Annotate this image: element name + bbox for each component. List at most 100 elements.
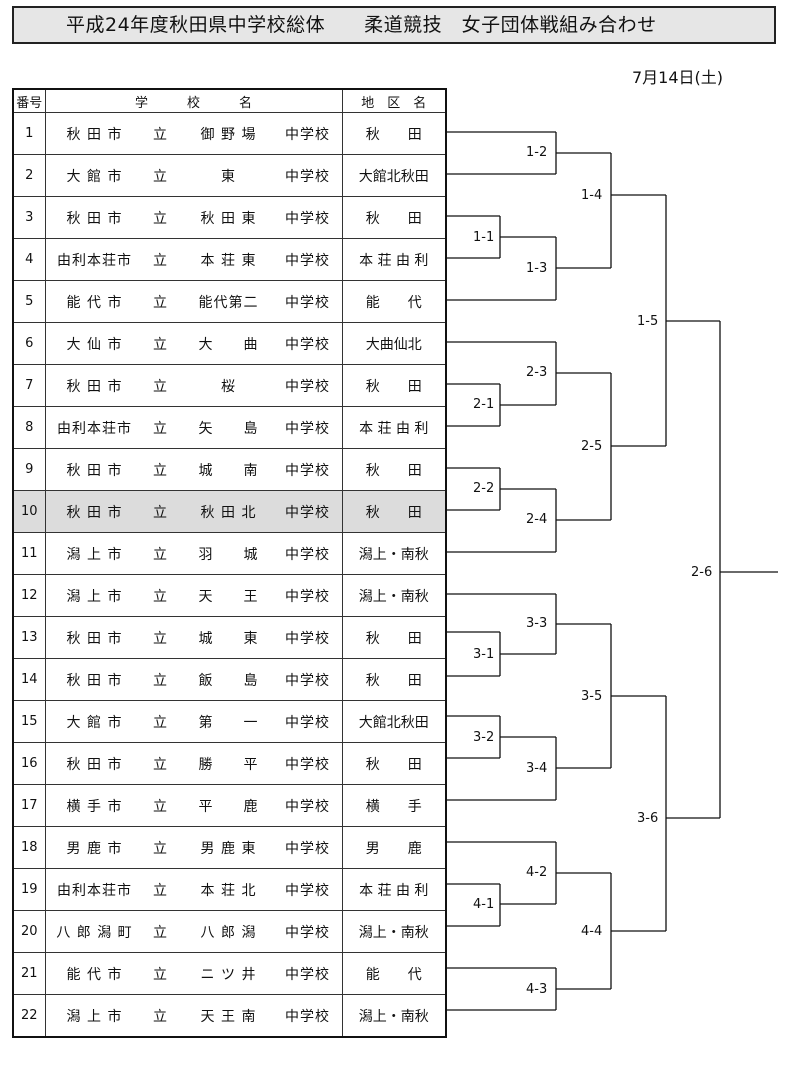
school-number: 2 [12,154,46,197]
school-city: 大 館 市 [66,168,123,185]
school-name: 矢 島 [198,420,259,437]
match-label: 1-2 [525,145,549,160]
school-area: 男 鹿 [341,826,447,869]
school-name: 潟 上 市立天 王 南中学校 [44,994,343,1038]
school-number: 21 [12,952,46,995]
school-city: 男 鹿 市 [66,840,123,857]
school-number: 13 [12,616,46,659]
school-suffix: 中学校 [285,378,330,395]
school-name: 本 荘 北 [200,882,257,899]
school-li: 立 [153,546,168,563]
school-suffix: 中学校 [285,840,330,857]
school-suffix: 中学校 [285,966,330,983]
page-title: 平成24年度秋田県中学校総体 柔道競技 女子団体戦組み合わせ [12,6,776,44]
school-name: 男 鹿 東 [200,840,257,857]
school-suffix: 中学校 [285,588,330,605]
match-label: 1-5 [636,314,660,329]
school-li: 立 [153,840,168,857]
school-li: 立 [153,378,168,395]
school-li: 立 [153,462,168,479]
school-number: 19 [12,868,46,911]
school-name: 能代第二 [198,294,259,311]
school-city: 由利本荘市 [57,420,132,437]
school-name: 御 野 場 [200,126,257,143]
school-name: 桜 [221,378,236,395]
school-area: 潟上・南秋 [341,574,447,617]
school-name: 秋 田 市立城 南中学校 [44,448,343,491]
school-name: 八 郎 潟 [200,924,257,941]
school-suffix: 中学校 [285,630,330,647]
match-label: 1-4 [580,188,604,203]
table-row: 18 男 鹿 市 立 男 鹿 東 中学校男 鹿 [12,826,447,869]
school-name: 秋 田 市立御 野 場中学校 [44,112,343,155]
school-name: 秋 田 市立桜中学校 [44,364,343,407]
school-suffix: 中学校 [285,420,330,437]
school-suffix: 中学校 [285,294,330,311]
header-school: 学 校 名 [44,88,343,113]
school-name: 男 鹿 市 立 男 鹿 東 中学校 [44,826,343,869]
school-city: 八 郎 潟 町 [56,924,133,941]
school-suffix: 中学校 [285,714,330,731]
school-suffix: 中学校 [285,756,330,773]
school-area: 大館北秋田 [341,154,447,197]
school-name: 城 東 [198,630,259,647]
school-name: 秋 田 市立秋 田 北中学校 [44,490,343,533]
match-label: 3-6 [636,811,660,826]
school-name: 秋 田 北 [200,504,257,521]
school-name: 大 館 市立第 一中学校 [44,700,343,743]
match-label: 4-4 [580,924,604,939]
match-label: 3-3 [525,616,549,631]
school-li: 立 [153,210,168,227]
school-number: 18 [12,826,46,869]
match-label: 2-3 [525,365,549,380]
school-number: 6 [12,322,46,365]
match-label: 2-4 [525,512,549,527]
school-area: 本 荘 由 利 [341,868,447,911]
school-city: 横 手 市 [66,798,123,815]
school-suffix: 中学校 [285,924,330,941]
school-li: 立 [153,168,168,185]
school-city: 秋 田 市 [66,462,123,479]
school-area: 大曲仙北 [341,322,447,365]
school-area: 潟上・南秋 [341,910,447,953]
school-number: 11 [12,532,46,575]
event-date: 7月14日(土) [632,68,724,87]
school-suffix: 中学校 [285,798,330,815]
school-number: 17 [12,784,46,827]
school-name: 秋 田 市立飯 島中学校 [44,658,343,701]
school-li: 立 [153,1008,168,1025]
school-name: 秋 田 東 [200,210,257,227]
school-suffix: 中学校 [285,882,330,899]
school-name: ニ ツ 井 [200,966,257,983]
school-area: 秋 田 [341,742,447,785]
school-li: 立 [153,924,168,941]
school-li: 立 [153,588,168,605]
school-city: 由利本荘市 [57,252,132,269]
school-suffix: 中学校 [285,126,330,143]
match-label: 2-2 [472,481,496,496]
school-name: 平 鹿 [198,798,259,815]
school-city: 秋 田 市 [66,756,123,773]
school-name: 潟 上 市立天 王中学校 [44,574,343,617]
school-name: 天 王 [198,588,259,605]
header-area: 地 区 名 [341,88,447,113]
school-number: 3 [12,196,46,239]
school-number: 16 [12,742,46,785]
match-label: 4-2 [525,865,549,880]
school-area: 秋 田 [341,658,447,701]
school-name: 第 一 [198,714,259,731]
school-area: 能 代 [341,952,447,995]
school-city: 能 代 市 [66,294,123,311]
school-area: 大館北秋田 [341,700,447,743]
school-city: 大 仙 市 [66,336,123,353]
